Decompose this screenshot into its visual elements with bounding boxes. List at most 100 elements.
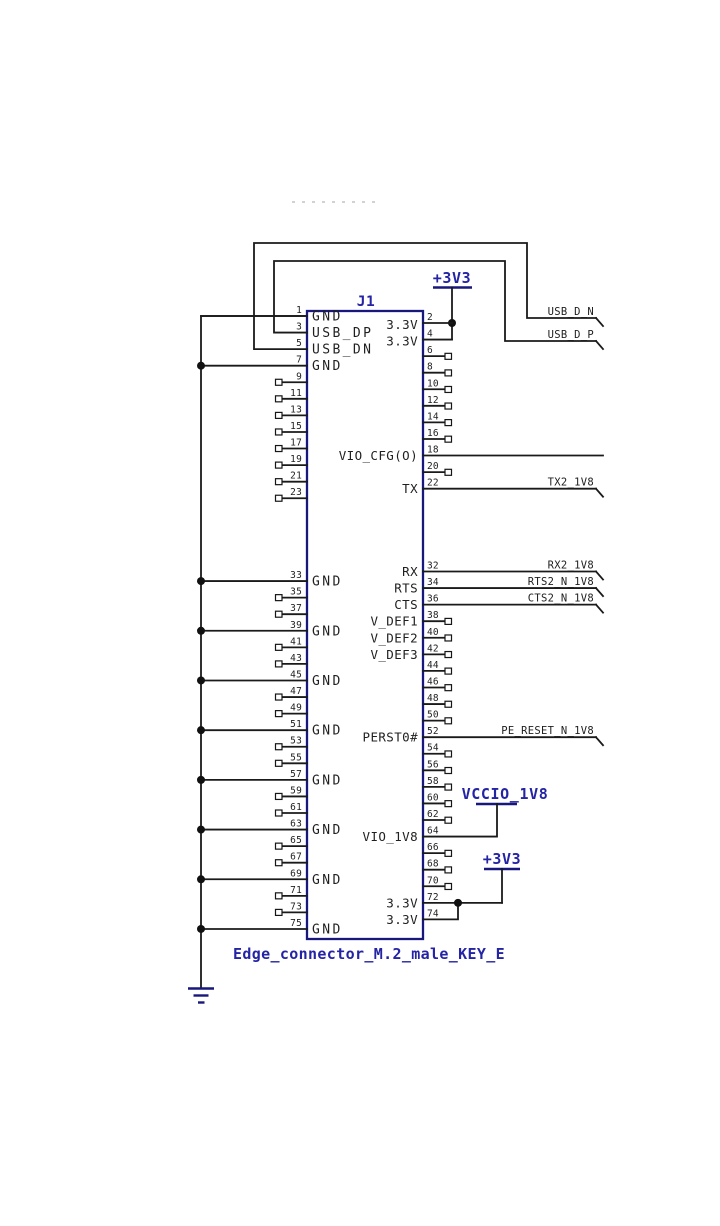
no-connect-icon bbox=[274, 594, 283, 602]
pin-number: 17 bbox=[290, 438, 302, 449]
pin-number: 36 bbox=[427, 594, 439, 605]
no-connect-icon bbox=[274, 610, 283, 618]
net-tail-icon bbox=[594, 487, 605, 498]
junction-dot bbox=[197, 626, 205, 635]
pin-number: 60 bbox=[427, 792, 439, 803]
net-label: USB_D_N bbox=[548, 306, 594, 318]
pin-number: 18 bbox=[427, 445, 439, 456]
no-connect-icon bbox=[274, 643, 283, 651]
pin-number: 38 bbox=[427, 610, 439, 621]
net-tail-icon bbox=[594, 316, 605, 328]
net-tail-icon bbox=[594, 603, 605, 614]
pin-label: GND bbox=[312, 724, 343, 739]
pin-number: 59 bbox=[290, 785, 302, 796]
no-connect-icon bbox=[274, 395, 283, 403]
pin-number: 62 bbox=[427, 809, 439, 820]
junction-dot bbox=[197, 676, 205, 685]
no-connect-icon bbox=[274, 908, 283, 917]
junction-dot bbox=[197, 361, 205, 370]
no-connect-icon bbox=[444, 385, 453, 394]
pin-label: 3.3V bbox=[386, 912, 418, 927]
pin-label: RX bbox=[402, 564, 418, 579]
no-connect-icon bbox=[274, 378, 283, 386]
pin-number: 66 bbox=[427, 842, 439, 853]
pin-number: 22 bbox=[427, 478, 439, 489]
pin-number: 14 bbox=[427, 411, 439, 422]
net-wire-usb-d-n bbox=[253, 242, 597, 351]
net-label: PE_RESET_N_1V8 bbox=[501, 725, 594, 737]
no-connect-icon bbox=[444, 866, 453, 874]
pin-number: 54 bbox=[427, 743, 439, 754]
net-tail-icon bbox=[594, 735, 605, 747]
pin-number: 43 bbox=[290, 653, 302, 664]
pin-number: 72 bbox=[427, 892, 439, 903]
component-name: Edge_connector_M.2_male_KEY_E bbox=[233, 945, 505, 963]
pin-number: 47 bbox=[290, 686, 302, 697]
pin-number: 37 bbox=[290, 603, 302, 614]
pin-number: 4 bbox=[427, 329, 433, 340]
junction-dot bbox=[197, 924, 205, 933]
pin-number: 63 bbox=[290, 819, 302, 830]
net-label: TX2_1V8 bbox=[548, 477, 594, 489]
pin-label: 3.3V bbox=[386, 317, 418, 332]
junction-dot bbox=[197, 577, 205, 586]
net-label: USB_D_P bbox=[548, 329, 594, 341]
pin-wire bbox=[422, 901, 459, 921]
no-connect-icon bbox=[444, 849, 453, 857]
pin-label: VIO_CFG(O) bbox=[339, 448, 418, 463]
no-connect-icon bbox=[274, 428, 283, 436]
pin-number: 23 bbox=[290, 487, 302, 498]
no-connect-icon bbox=[274, 693, 283, 701]
pin-number: 1 bbox=[296, 305, 302, 316]
pin-number: 12 bbox=[427, 395, 439, 406]
no-connect-icon bbox=[274, 859, 283, 867]
pin-number: 9 bbox=[296, 371, 302, 382]
pin-number: 57 bbox=[290, 769, 302, 780]
no-connect-icon bbox=[444, 435, 453, 443]
pin-number: 21 bbox=[290, 471, 302, 482]
vccio-wire bbox=[422, 803, 498, 838]
pin-number: 2 bbox=[427, 312, 433, 323]
no-connect-icon bbox=[444, 650, 453, 659]
pin-number: 6 bbox=[427, 345, 433, 356]
pin-label: USB_DP bbox=[312, 326, 373, 341]
no-connect-icon bbox=[444, 684, 453, 692]
pin-label: GND bbox=[312, 624, 343, 639]
no-connect-icon bbox=[444, 667, 453, 675]
pin-label: USB_DN bbox=[312, 343, 373, 358]
pin-label: CTS bbox=[394, 597, 418, 612]
pin-label: GND bbox=[312, 575, 343, 590]
no-connect-icon bbox=[444, 634, 453, 642]
junction-dot bbox=[197, 775, 205, 784]
pin-number: 68 bbox=[427, 859, 439, 870]
pin-number: 48 bbox=[427, 693, 439, 704]
no-connect-icon bbox=[274, 759, 283, 767]
pin-number: 19 bbox=[290, 454, 302, 465]
pin-label: V_DEF1 bbox=[370, 614, 418, 629]
no-connect-icon bbox=[274, 478, 283, 486]
pin-number: 3 bbox=[296, 322, 302, 333]
pin-label: GND bbox=[312, 359, 343, 374]
power-flag-3v3-bottom: +3V3 bbox=[483, 850, 522, 868]
pin-number: 69 bbox=[290, 868, 302, 879]
net-label: RTS2_N_1V8 bbox=[528, 576, 594, 588]
pin-number: 52 bbox=[427, 726, 439, 737]
net-label: RX2_1V8 bbox=[548, 560, 594, 572]
pin-number: 73 bbox=[290, 901, 302, 912]
no-connect-icon bbox=[444, 468, 453, 476]
junction-dot bbox=[197, 825, 205, 834]
pin-number: 5 bbox=[296, 338, 302, 349]
net-tail-icon bbox=[594, 570, 605, 581]
pin-label: GND bbox=[312, 873, 343, 888]
pin-number: 67 bbox=[290, 852, 302, 863]
no-connect-icon bbox=[274, 809, 283, 817]
no-connect-icon bbox=[444, 717, 453, 725]
pin-label: RTS bbox=[394, 581, 418, 596]
pin-number: 33 bbox=[290, 570, 302, 581]
pin-number: 39 bbox=[290, 620, 302, 631]
pin-label: GND bbox=[312, 823, 343, 838]
pin-number: 45 bbox=[290, 669, 302, 680]
pin-label: 3.3V bbox=[386, 334, 418, 349]
component-body bbox=[305, 309, 425, 941]
